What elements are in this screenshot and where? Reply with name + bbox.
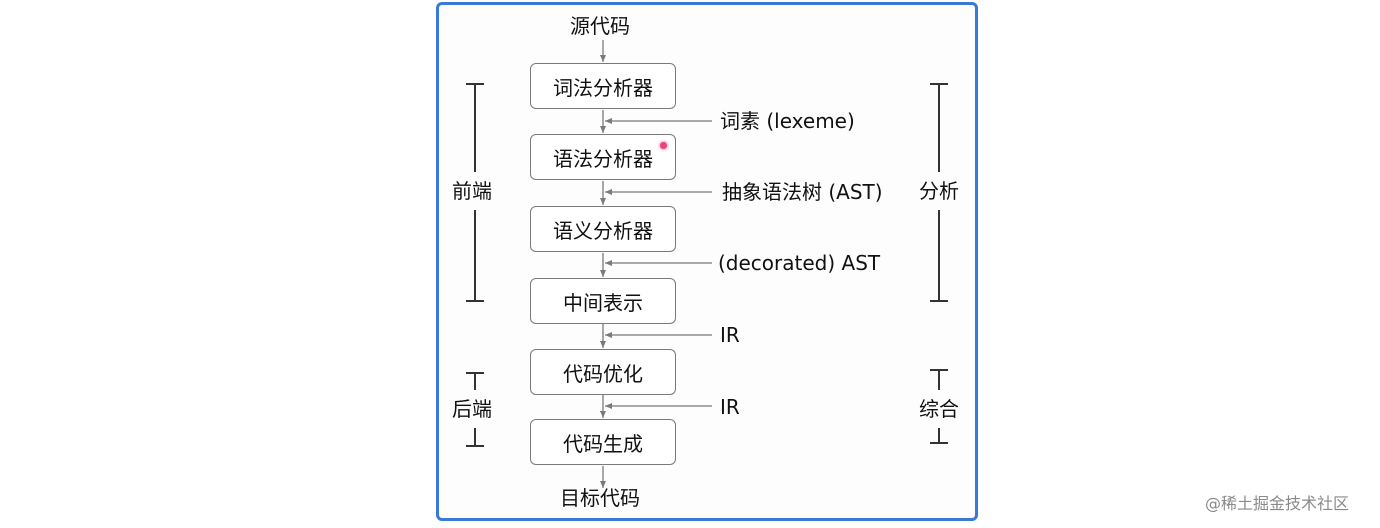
edge-label-decorated-ast: (decorated) AST (718, 251, 881, 275)
bracket-synthesis (930, 369, 948, 444)
group-backend-label: 后端 (452, 397, 492, 421)
edge-label-lexeme: 词素 (lexeme) (720, 109, 855, 133)
bracket-backend (466, 372, 484, 447)
stage-parser: 语法分析器 (530, 134, 676, 180)
bracket-frontend (466, 83, 484, 302)
site-watermark: @稀土掘金技术社区 (1205, 494, 1350, 513)
stage-lexer: 词法分析器 (530, 63, 676, 109)
edge-label-ir-2: IR (720, 395, 740, 419)
stage-codegen: 代码生成 (530, 419, 676, 465)
source-code-label: 源代码 (570, 14, 630, 38)
pointer-dot (660, 142, 667, 149)
target-code-label: 目标代码 (560, 486, 640, 510)
edge-label-ir-1: IR (720, 323, 740, 347)
diagram-frame (436, 2, 978, 521)
stage-optimization: 代码优化 (530, 349, 676, 395)
group-frontend-label: 前端 (452, 179, 492, 203)
edge-label-ast: 抽象语法树 (AST) (722, 180, 883, 204)
group-synthesis-label: 综合 (919, 397, 959, 421)
stage-ir: 中间表示 (530, 278, 676, 324)
stage-semantic: 语义分析器 (530, 206, 676, 252)
group-analysis-label: 分析 (919, 179, 959, 203)
bracket-analysis (930, 83, 948, 302)
